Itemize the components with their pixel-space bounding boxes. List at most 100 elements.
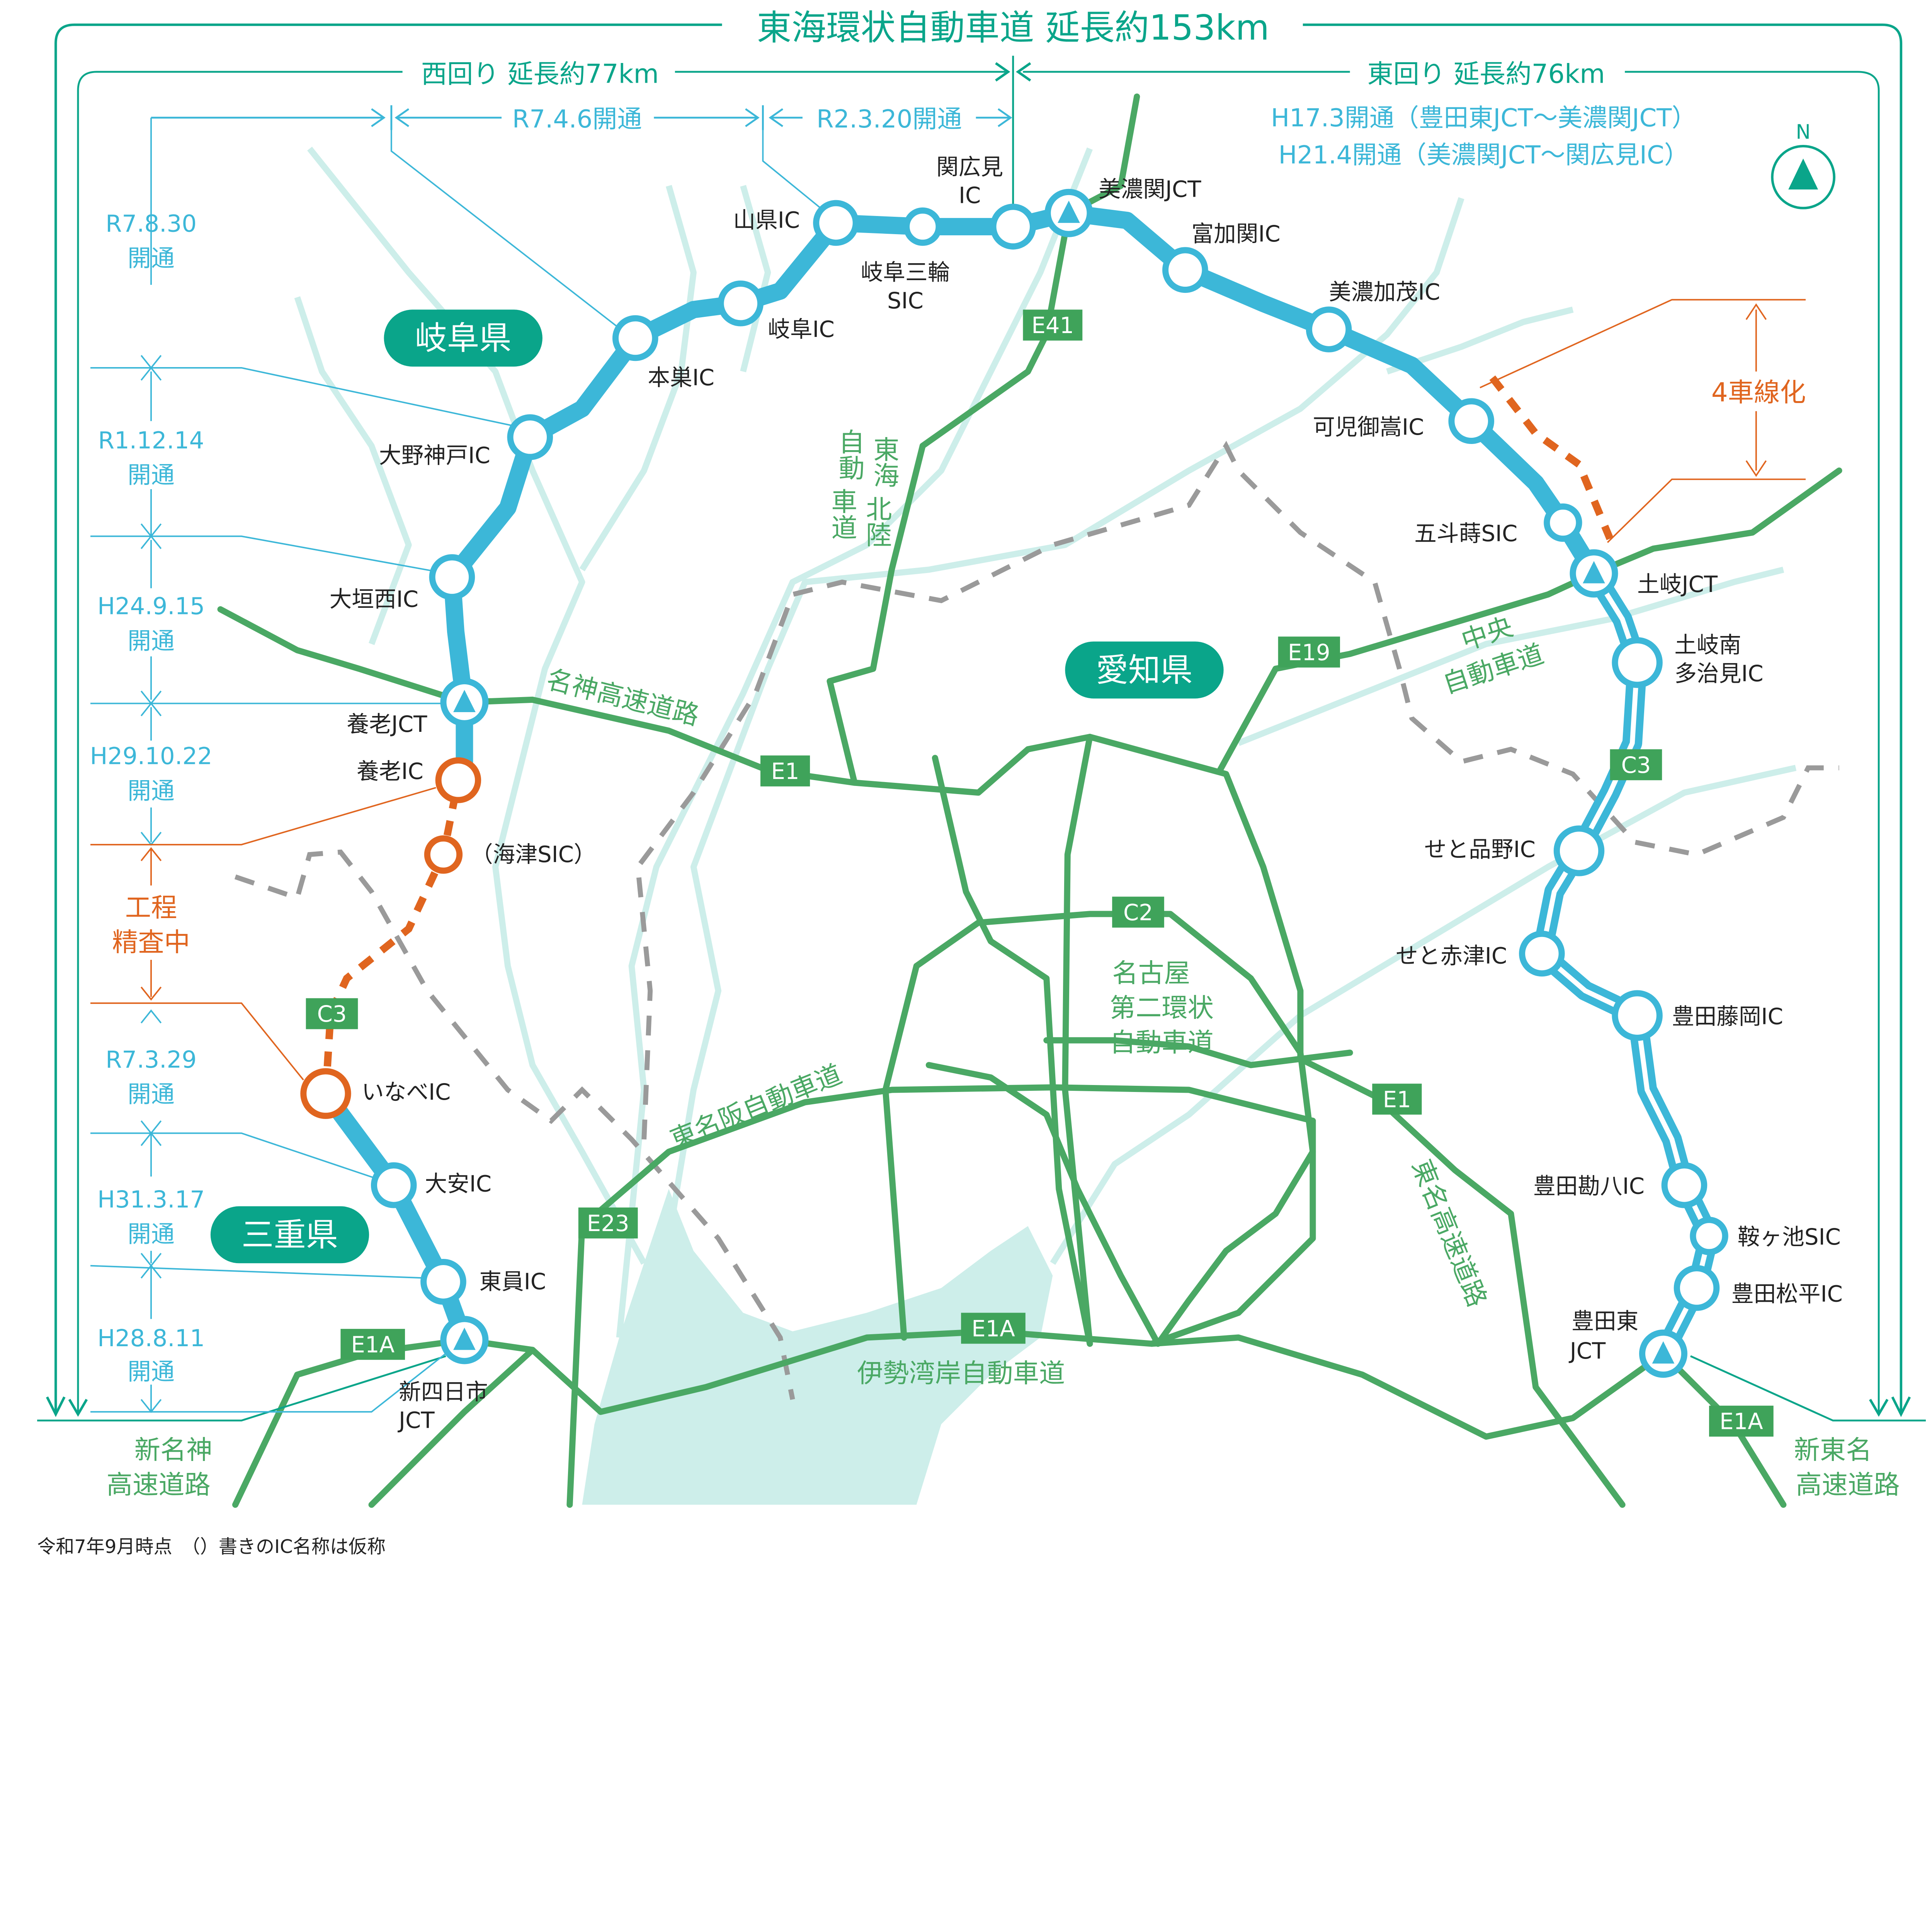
east-history-line: H17.3開通（豊田東JCT～美濃関JCT） xyxy=(1271,104,1697,133)
ic-marker-kuragaike[interactable] xyxy=(1690,1217,1728,1255)
interchange-markers[interactable] xyxy=(300,189,1728,1378)
ic-label: 多治見IC xyxy=(1674,660,1763,687)
jct-triangle-icon xyxy=(1058,201,1080,223)
ic-marker-toin[interactable] xyxy=(420,1259,466,1305)
shield-e1: E1 xyxy=(1372,1083,1422,1115)
interchange-labels: 関広見 IC 美濃関JCT 山県IC 岐阜三輪 SIC 岐阜IC 本巣IC 大野… xyxy=(330,154,1843,1434)
road-label-shin-meishin: 高速道路 xyxy=(107,1469,211,1500)
timeline-date: H24.9.15 xyxy=(97,593,205,620)
road-label-isewan: 伊勢湾岸自動車道 xyxy=(857,1358,1065,1388)
timeline-status: 開通 xyxy=(128,777,175,804)
prefecture-label: 岐阜県 xyxy=(415,320,512,357)
timeline-date: H28.8.11 xyxy=(97,1325,205,1352)
ic-marker-sekihiromi[interactable] xyxy=(990,204,1036,250)
c3-west-section xyxy=(318,1088,473,1343)
ic-marker-daian[interactable] xyxy=(371,1162,417,1208)
timeline: R7.8.30 開通 R1.12.14 開通 H24.9.15 開通 H29.1… xyxy=(90,117,520,1413)
shield-e23: E23 xyxy=(578,1207,638,1239)
shield-label: E1 xyxy=(771,758,799,784)
east-length-label: 東回り 延長約76km xyxy=(1367,59,1605,89)
timeline-status: 精査中 xyxy=(112,927,190,957)
ic-label: 可児御嵩IC xyxy=(1313,414,1424,440)
footnote: 令和7年9月時点 （）書きのIC名称は仮称 xyxy=(37,1536,386,1558)
ic-marker-ogaki-nishi[interactable] xyxy=(429,554,475,600)
jct-marker-toyota-higashi[interactable] xyxy=(1639,1329,1687,1378)
frame-arrows xyxy=(46,62,1911,1417)
widening-label: 4車線化 xyxy=(1711,377,1806,407)
road-label-nagoya2: 自動車道 xyxy=(1110,1027,1214,1058)
boundary-line xyxy=(234,849,795,1400)
ic-label: 豊田東 xyxy=(1571,1308,1638,1334)
ic-label: 富加関IC xyxy=(1191,221,1280,247)
prefecture-label: 愛知県 xyxy=(1096,651,1193,689)
road-label-shin-tomei: 高速道路 xyxy=(1796,1469,1900,1500)
timeline-status: 開通 xyxy=(128,245,175,272)
ic-marker-toyota-kanpachi[interactable] xyxy=(1661,1162,1708,1208)
ic-marker-seto-akazu[interactable] xyxy=(1519,930,1565,977)
ic-label: せと品野IC xyxy=(1424,836,1536,862)
jct-marker-yoro[interactable] xyxy=(440,678,489,726)
timeline-status: 開通 xyxy=(128,461,175,489)
shield-label: E1 xyxy=(1383,1086,1411,1112)
prefecture-badge-aichi: 愛知県 xyxy=(1065,641,1224,699)
river xyxy=(1050,765,1797,1265)
ic-label: JCT xyxy=(398,1407,435,1434)
ic-label: 岐阜IC xyxy=(768,316,835,342)
ic-marker-toyota-fujioka[interactable] xyxy=(1612,990,1663,1041)
ic-marker-yamagata[interactable] xyxy=(813,200,859,246)
prefecture-badge-gifu: 岐阜県 xyxy=(384,310,543,367)
c3-east-section-inner xyxy=(1539,572,1712,1355)
timeline-lines-orange xyxy=(90,787,436,1081)
ic-label: （海津SIC） xyxy=(471,841,596,867)
ic-label: 本巣IC xyxy=(648,364,714,391)
shield-e19: E19 xyxy=(1278,636,1340,668)
expressway-link xyxy=(1062,734,1093,1347)
c3-north-section xyxy=(443,204,1602,781)
river xyxy=(740,185,771,372)
timeline-date: R1.12.14 xyxy=(98,427,204,454)
ic-marker-inabe[interactable] xyxy=(300,1068,351,1119)
section-label-r2320: R2.3.20開通 xyxy=(816,105,962,134)
ic-marker-kaizu[interactable] xyxy=(424,835,463,874)
timeline-date: R7.8.30 xyxy=(105,210,197,237)
road-label-nagoya2: 名古屋 xyxy=(1112,958,1190,988)
ic-marker-kani-mitake[interactable] xyxy=(1448,398,1494,444)
ic-label: SIC xyxy=(887,287,923,314)
shield-e1: E1 xyxy=(760,755,810,787)
ic-label: 豊田松平IC xyxy=(1731,1281,1843,1307)
expressway-link xyxy=(1043,1037,1353,1068)
ic-marker-seto-shinano[interactable] xyxy=(1553,825,1605,876)
river xyxy=(294,296,412,645)
nagoya-second-ring xyxy=(882,911,1316,1347)
jct-triangle-icon xyxy=(1652,1341,1675,1364)
ic-marker-tomika-seki[interactable] xyxy=(1162,247,1208,293)
ic-label: 土岐JCT xyxy=(1637,571,1718,597)
widening-section xyxy=(1489,375,1614,540)
shield-label: E1A xyxy=(351,1332,395,1358)
ic-marker-ono-godo[interactable] xyxy=(507,414,553,460)
tokai-loop-expressway-map: R7.8.30 開通 R1.12.14 開通 H24.9.15 開通 H29.1… xyxy=(37,8,1926,1558)
road-label-tokai-hokuriku: 自動 xyxy=(835,429,865,481)
ic-label: 養老IC xyxy=(357,758,423,784)
ic-marker-gifu[interactable] xyxy=(718,280,764,327)
ic-marker-gotomaki[interactable] xyxy=(1544,503,1582,542)
ic-marker-motosu[interactable] xyxy=(612,315,658,361)
jct-marker-minoseki[interactable] xyxy=(1044,189,1093,237)
ic-label: 東員IC xyxy=(479,1269,546,1295)
shield-label: E19 xyxy=(1288,639,1330,665)
bottom-line xyxy=(37,1355,1926,1422)
ic-marker-minokamo[interactable] xyxy=(1306,306,1352,352)
ic-marker-yoro[interactable] xyxy=(435,757,481,803)
shield-label: C3 xyxy=(1621,752,1651,778)
timeline-lines xyxy=(90,117,520,1413)
shield-label: C2 xyxy=(1123,899,1153,925)
jct-marker-toki[interactable] xyxy=(1570,549,1618,598)
shield-label: E23 xyxy=(587,1210,629,1236)
north-arrow: N xyxy=(1771,121,1835,209)
jct-marker-shin-yokkaichi[interactable] xyxy=(440,1316,489,1364)
ic-label: IC xyxy=(959,182,981,209)
ic-marker-gifu-miwa[interactable] xyxy=(903,207,942,246)
expressway-link xyxy=(1148,1117,1316,1347)
ic-marker-toki-minami[interactable] xyxy=(1612,637,1663,688)
ic-marker-toyota-matsudaira[interactable] xyxy=(1673,1265,1720,1311)
